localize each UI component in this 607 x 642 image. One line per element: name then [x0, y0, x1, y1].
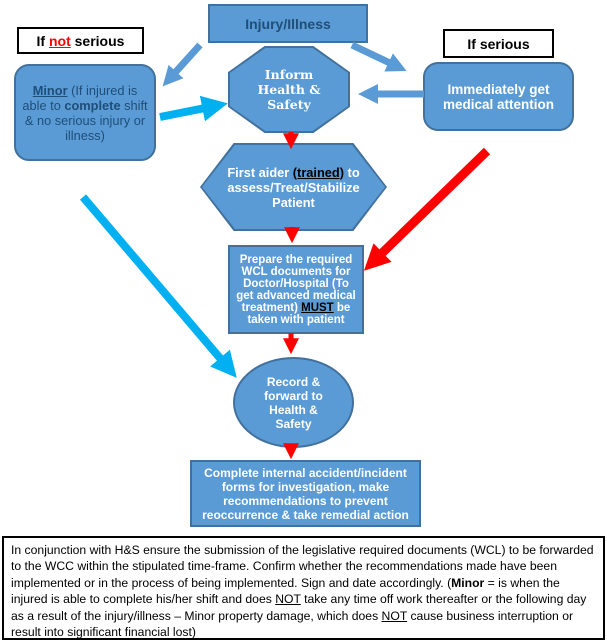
label-if-serious: If serious — [443, 29, 554, 58]
node-minor: Minor (If injured is able to complete sh… — [14, 64, 156, 161]
node-minor-text: Minor (If injured is able to complete sh… — [22, 82, 148, 143]
node-first-aider: First aider (trained) to assess/Treat/St… — [200, 143, 387, 231]
arrow-injury-to-immediate — [350, 41, 407, 72]
arrow-injury-to-minor — [162, 42, 203, 87]
footer-note-text: In conjunction with H&S ensure the submi… — [11, 543, 594, 640]
node-first-aider-text: First aider (trained) to assess/Treat/St… — [227, 164, 360, 210]
node-record-forward-label: Record & forward to Health & Safety — [264, 374, 323, 431]
node-inform-hs-label: Inform Health & Safety — [257, 67, 321, 112]
node-immediate-attention-label: Immediately get medical attention — [442, 81, 555, 112]
node-injury-illness-label: Injury/Illness — [245, 15, 331, 32]
node-prepare-wcl: Prepare the required WCL documents for D… — [228, 245, 364, 334]
node-complete-forms-label: Complete internal accident/incident form… — [202, 465, 409, 522]
footer-note: In conjunction with H&S ensure the submi… — [2, 536, 605, 640]
node-prepare-wcl-text: Prepare the required WCL documents for D… — [236, 253, 356, 326]
node-inform-hs: Inform Health & Safety — [228, 46, 350, 133]
node-complete-forms: Complete internal accident/incident form… — [190, 460, 421, 527]
label-if-not-serious: If not serious — [17, 27, 144, 54]
label-if-serious-text: If serious — [467, 35, 530, 52]
label-if-not-serious-text: If not serious — [36, 32, 125, 49]
node-record-forward: Record & forward to Health & Safety — [233, 357, 354, 448]
arrow-minor-to-inform — [159, 95, 228, 122]
node-immediate-attention: Immediately get medical attention — [423, 62, 574, 131]
node-injury-illness: Injury/Illness — [208, 4, 368, 43]
arrow-serious-to-prepare — [363, 147, 491, 271]
